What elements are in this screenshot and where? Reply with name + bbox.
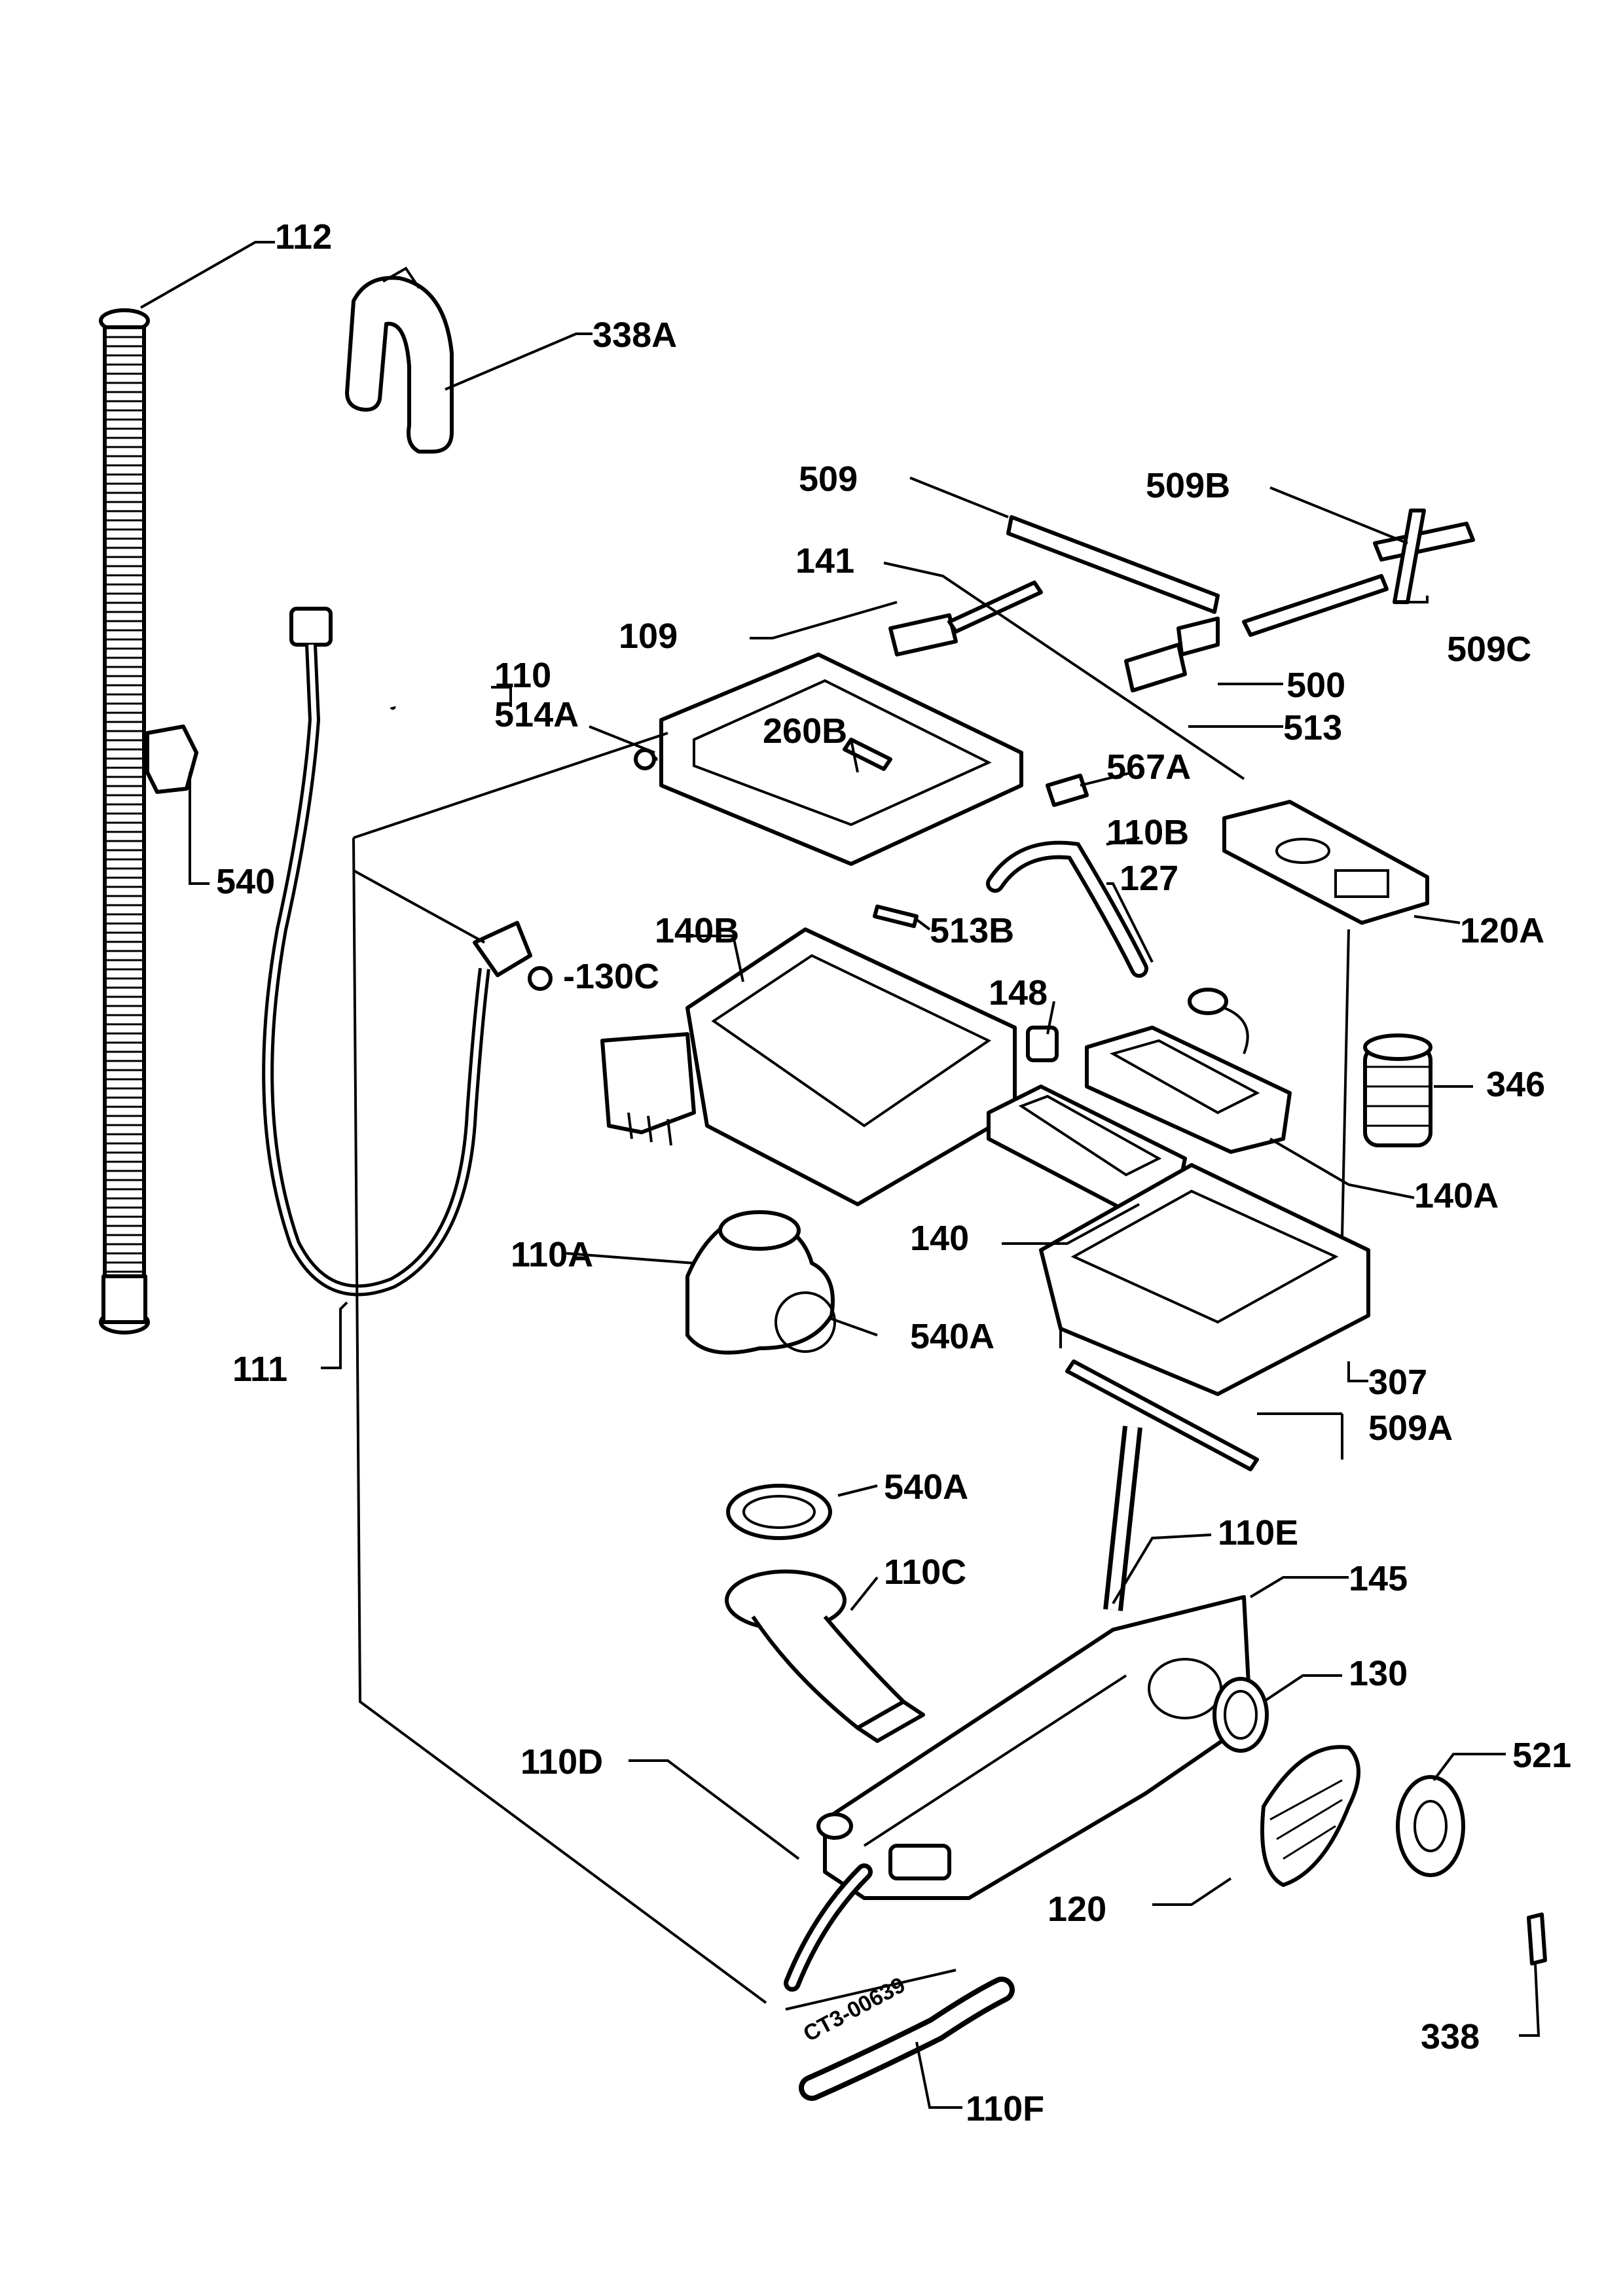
part-540-bracket: [145, 725, 198, 794]
label-140a: 140A: [1414, 1176, 1499, 1215]
label-514a: 514A: [494, 695, 579, 734]
part-140a-drawer-upper: [1085, 1026, 1292, 1154]
label-521: 521: [1512, 1736, 1571, 1775]
label-112: 112: [275, 217, 332, 257]
reference-stamp: CT3-00639: [799, 1973, 909, 2047]
label-307: 307: [1368, 1363, 1427, 1402]
label-110c: 110C: [884, 1552, 966, 1592]
part-130-seal-ring: [1213, 1677, 1269, 1753]
part-540a-ring: [726, 1484, 832, 1540]
label-338a: 338A: [593, 315, 677, 355]
label-148: 148: [989, 973, 1048, 1013]
label-513b: 513B: [930, 911, 1014, 950]
part-120a-compartment: [1222, 800, 1429, 925]
label-130: 130: [1349, 1654, 1408, 1693]
part-509a-rod: [1065, 1359, 1259, 1471]
label-540a-upper: 540A: [910, 1317, 994, 1356]
label-509c: 509C: [1447, 630, 1531, 669]
part-130c-inlet-valve: [473, 921, 553, 991]
label-120: 120: [1048, 1890, 1106, 1929]
label-120a: 120A: [1460, 911, 1544, 950]
label-346: 346: [1486, 1065, 1545, 1104]
label-110: 110: [494, 656, 551, 695]
label-509: 509: [799, 459, 858, 499]
label-500: 500: [1286, 666, 1345, 705]
part-109-dispenser-cover: [659, 653, 1023, 866]
part-labels: 112 338A 509 509B 141 109 509C 110 500 5…: [216, 217, 1571, 2128]
part-509-bar: [1006, 515, 1220, 614]
part-338a-hose-bracket: [345, 266, 454, 454]
label-130c: -130C: [563, 957, 659, 996]
label-338: 338: [1421, 2017, 1480, 2056]
label-509a: 509A: [1368, 1408, 1453, 1448]
label-110d: 110D: [520, 1742, 603, 1782]
frame-guide-lines: [352, 732, 1350, 2011]
label-260b: 260B: [763, 711, 847, 751]
part-338-clip: [1527, 1912, 1547, 1965]
label-140: 140: [910, 1219, 969, 1258]
part-500-513-clip: [1124, 617, 1220, 692]
part-307-drawer-housing: [1039, 1163, 1370, 1396]
part-120-bellows: [1260, 1745, 1360, 1887]
part-inlet-hose: [262, 607, 490, 1297]
label-567a: 567A: [1106, 747, 1191, 787]
label-110e: 110E: [1218, 1513, 1298, 1552]
label-140b: 140B: [655, 911, 739, 950]
part-112-corrugated-hose: [99, 308, 150, 1335]
part-110c-elbow-pipe: [725, 1570, 925, 1743]
part-145-base-frame: [816, 1595, 1252, 1900]
part-346-roller: [1363, 1033, 1432, 1147]
part-140b-dispenser-housing: [600, 927, 1017, 1206]
label-145: 145: [1349, 1559, 1408, 1598]
part-513b-pin: [873, 905, 919, 928]
label-540a-lower: 540A: [884, 1467, 968, 1507]
part-567a-small-clip: [1046, 774, 1089, 807]
part-110d-short-hose: [784, 1863, 873, 1992]
part-509b-509c-lever: [1242, 509, 1475, 637]
part-110a-pump-adapter: [685, 1210, 836, 1355]
label-111: 111: [232, 1350, 287, 1389]
label-109: 109: [619, 617, 678, 656]
label-513: 513: [1283, 708, 1342, 747]
part-110b-bent-tube: [986, 840, 1148, 978]
part-110-hose: [387, 670, 659, 793]
leader-lines: [140, 241, 1541, 2109]
label-110f: 110F: [966, 2089, 1044, 2128]
part-127-spring: [1188, 988, 1249, 1054]
label-127: 127: [1120, 859, 1178, 898]
part-148-valve: [1026, 1026, 1059, 1062]
label-540: 540: [216, 862, 275, 901]
label-509b: 509B: [1146, 466, 1230, 505]
part-110f-drain-hose: [799, 1977, 1015, 2101]
label-110b: 110B: [1106, 813, 1189, 852]
part-521-wheel: [1396, 1775, 1465, 1877]
label-141: 141: [795, 541, 854, 581]
part-110e-tube: [1103, 1426, 1142, 1611]
part-141-switch: [888, 581, 1043, 656]
label-110a: 110A: [511, 1235, 593, 1274]
